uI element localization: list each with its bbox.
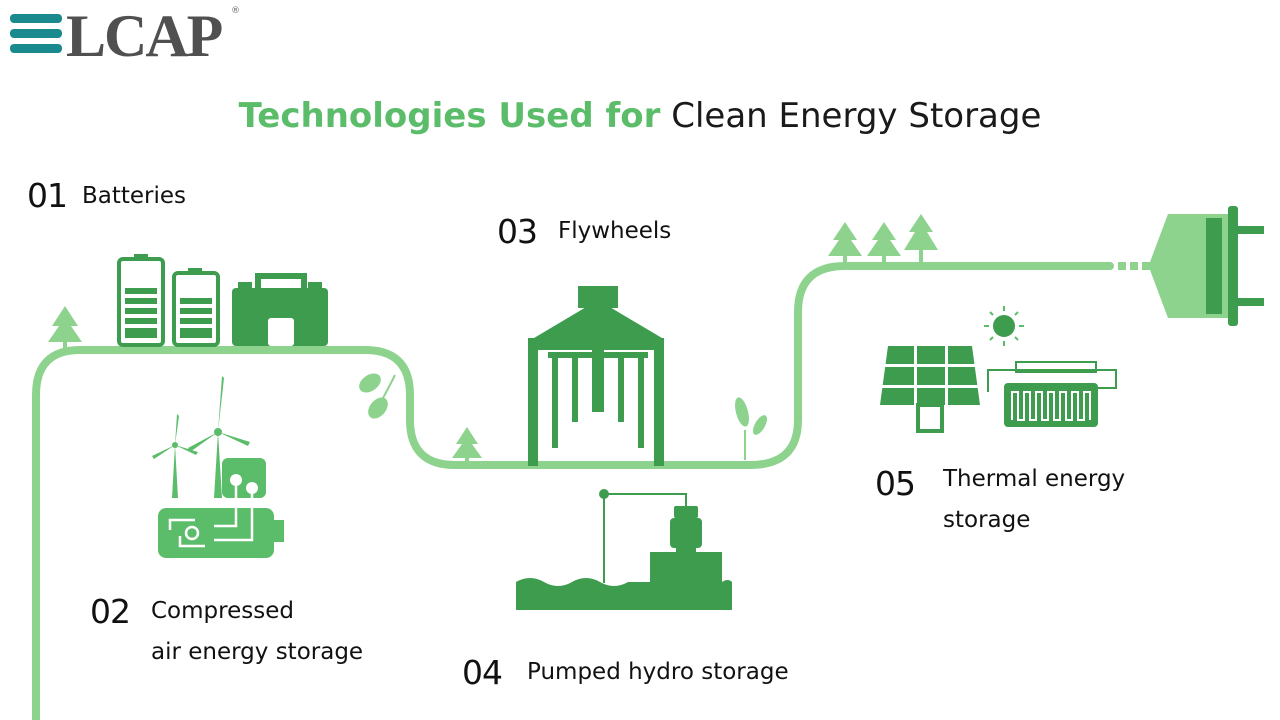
item-02-label-line1: Compressed xyxy=(151,598,294,624)
item-05-number: 05 xyxy=(875,464,916,503)
flywheel-icon xyxy=(528,286,664,466)
item-02-number: 02 xyxy=(90,592,131,631)
logo-mark xyxy=(10,14,62,53)
item-03-number: 03 xyxy=(497,212,538,251)
title-highlight: Technologies Used for xyxy=(238,96,661,136)
energy-path-line xyxy=(32,262,1114,720)
leaf-icon xyxy=(359,373,396,419)
dashed-line-end xyxy=(1118,262,1150,270)
logo-registered-mark: ® xyxy=(231,6,240,16)
tree-icon xyxy=(48,306,82,350)
battery-icon xyxy=(172,268,220,347)
item-04-number: 04 xyxy=(462,653,503,692)
pump-icon xyxy=(516,489,732,610)
item-01-number: 01 xyxy=(27,176,68,215)
sun-icon xyxy=(984,306,1024,346)
item-02-label-line2: air energy storage xyxy=(151,639,364,665)
logo-wordmark: LCAP xyxy=(66,3,223,69)
item-05-label-line1: Thermal energy xyxy=(943,466,1126,492)
leaf-icon xyxy=(735,397,767,460)
battery-icon xyxy=(232,273,328,346)
tree-icon xyxy=(867,222,901,264)
tree-icon xyxy=(904,214,938,262)
page-title: Technologies Used for Clean Energy Stora… xyxy=(0,96,1280,136)
tree-icon xyxy=(828,222,862,264)
item-03-label: Flywheels xyxy=(558,218,672,244)
tree-icon xyxy=(452,427,482,466)
compressed-air-tank-icon xyxy=(158,458,284,558)
item-05-label-line2: storage xyxy=(943,507,1031,533)
title-rest: Clean Energy Storage xyxy=(671,96,1042,136)
thermal-storage-icon xyxy=(987,361,1117,427)
plug-icon xyxy=(1150,206,1264,326)
wind-turbine-icon xyxy=(152,376,250,498)
item-04-label: Pumped hydro storage xyxy=(527,659,789,685)
battery-icon xyxy=(117,254,165,347)
solar-panel-icon xyxy=(880,346,980,433)
item-01-label: Batteries xyxy=(82,183,187,209)
